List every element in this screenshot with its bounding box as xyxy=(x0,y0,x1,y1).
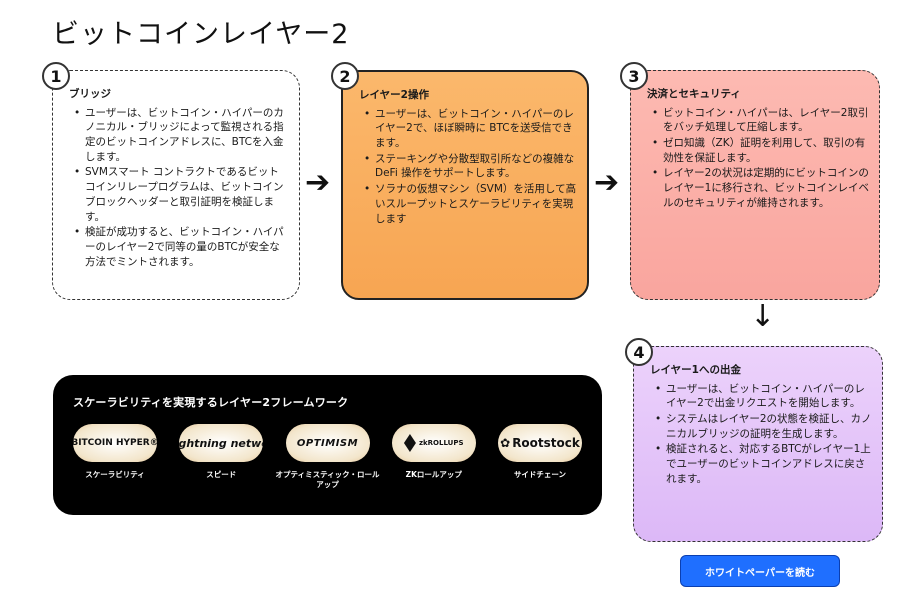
step-number-badge: 2 xyxy=(331,62,359,90)
step-number-badge: 3 xyxy=(620,62,648,90)
step-title: レイヤー2操作 xyxy=(359,89,429,101)
bitcoin-hyper-logo: BITCOIN HYPER® xyxy=(73,424,157,462)
step-number-badge: 4 xyxy=(625,338,653,366)
framework-item: ⚡ lightning network スピード xyxy=(179,424,264,490)
read-whitepaper-button[interactable]: ホワイトペーパーを読む xyxy=(680,555,840,587)
optimism-logo: OPTIMISM xyxy=(285,424,370,462)
step-title: ブリッジ xyxy=(69,88,111,100)
step-bullet: ユーザーは、ビットコイン・ハイパーのレイヤー2で出金リクエストを開始します。 xyxy=(650,382,872,411)
step-card-layer2-operations: レイヤー2操作 ユーザーは、ビットコイン・ハイパーのレイヤー2で、ほぼ瞬時に B… xyxy=(341,70,589,300)
step-card-settlement-security: 決済とセキュリティ ビットコイン・ハイパーは、レイヤー2取引をバッチ処理して圧縮… xyxy=(630,70,880,300)
step-bullet: ステーキングや分散型取引所などの複雑なDeFi 操作をサポートします。 xyxy=(359,152,577,181)
framework-caption: スケーラビリティ xyxy=(85,470,145,479)
framework-caption: スピード xyxy=(206,470,237,479)
arrow-right-icon: ➔ xyxy=(594,165,620,200)
arrow-down-icon: ↓ xyxy=(750,299,776,334)
step-bullets: ユーザーは、ビットコイン・ハイパーのカノニカル・ブリッジによって監視される指定の… xyxy=(69,106,289,270)
step-bullet: SVMスマート コントラクトであるビットコインリレープログラムは、ビットコインブ… xyxy=(69,165,289,224)
step-number-badge: 1 xyxy=(42,62,70,90)
framework-caption: サイドチェーン xyxy=(513,470,567,479)
zkrollups-logo: zkROLLUPS xyxy=(391,424,476,462)
step-bullet: 検証されると、対応するBTCがレイヤー1上でユーザーのビットコインアドレスに戻さ… xyxy=(650,442,872,486)
framework-panel: スケーラビリティを実現するレイヤー2フレームワーク BITCOIN HYPER®… xyxy=(53,375,602,515)
step-bullet: ソラナの仮想マシン（SVM）を活用して高いスループットとスケーラビリティを実現し… xyxy=(359,182,577,226)
framework-item: ✿ Rootstock サイドチェーン xyxy=(498,424,582,490)
framework-caption: ZKロールアップ xyxy=(405,470,462,479)
ethereum-diamond-icon xyxy=(403,434,416,452)
step-title: 決済とセキュリティ xyxy=(647,88,741,100)
framework-item: zkROLLUPS ZKロールアップ xyxy=(391,424,476,490)
page-title: ビットコインレイヤー2 xyxy=(52,19,350,50)
framework-item: OPTIMISM オプティミスティック・ロールアップ xyxy=(276,424,379,490)
step-bullet: ユーザーは、ビットコイン・ハイパーのレイヤー2で、ほぼ瞬時に BTCを送受信でき… xyxy=(359,107,577,151)
rootstock-logo: ✿ Rootstock xyxy=(498,424,582,462)
step-bullet: レイヤー2の状況は定期的にビットコインのレイヤー1に移行され、ビットコインレイベ… xyxy=(647,166,869,210)
step-bullet: システムはレイヤー2の状態を検証し、カノニカルブリッジの証明を生成します。 xyxy=(650,412,872,441)
step-bullet: ユーザーは、ビットコイン・ハイパーのカノニカル・ブリッジによって監視される指定の… xyxy=(69,106,289,165)
step-bullet: 検証が成功すると、ビットコイン・ハイパーのレイヤー2で同等の量のBTCが安全な方… xyxy=(69,225,289,269)
step-bullet: ゼロ知識（ZK）証明を利用して、取引の有効性を保証します。 xyxy=(647,136,869,165)
step-card-bridge: ブリッジ ユーザーは、ビットコイン・ハイパーのカノニカル・ブリッジによって監視さ… xyxy=(52,70,300,300)
step-card-withdrawal: レイヤー1への出金 ユーザーは、ビットコイン・ハイパーのレイヤー2で出金リクエス… xyxy=(633,346,883,542)
step-bullets: ビットコイン・ハイパーは、レイヤー2取引をバッチ処理して圧縮します。 ゼロ知識（… xyxy=(647,106,869,211)
framework-item: BITCOIN HYPER® スケーラビリティ xyxy=(73,424,157,490)
framework-logos: BITCOIN HYPER® スケーラビリティ ⚡ lightning netw… xyxy=(73,424,582,490)
framework-caption: オプティミスティック・ロールアップ xyxy=(275,470,380,490)
logo-text: Rootstock xyxy=(512,436,580,450)
step-title: レイヤー1への出金 xyxy=(650,364,741,376)
step-bullet: ビットコイン・ハイパーは、レイヤー2取引をバッチ処理して圧縮します。 xyxy=(647,106,869,135)
rootstock-icon: ✿ xyxy=(500,436,511,450)
step-bullets: ユーザーは、ビットコイン・ハイパーのレイヤー2で出金リクエストを開始します。 シ… xyxy=(650,382,872,487)
logo-text: lightning network xyxy=(179,436,263,450)
step-bullets: ユーザーは、ビットコイン・ハイパーのレイヤー2で、ほぼ瞬時に BTCを送受信でき… xyxy=(359,107,577,227)
lightning-network-logo: ⚡ lightning network xyxy=(179,424,264,462)
framework-title: スケーラビリティを実現するレイヤー2フレームワーク xyxy=(73,396,349,409)
logo-text: zkROLLUPS xyxy=(418,439,464,447)
arrow-right-icon: ➔ xyxy=(305,165,331,200)
